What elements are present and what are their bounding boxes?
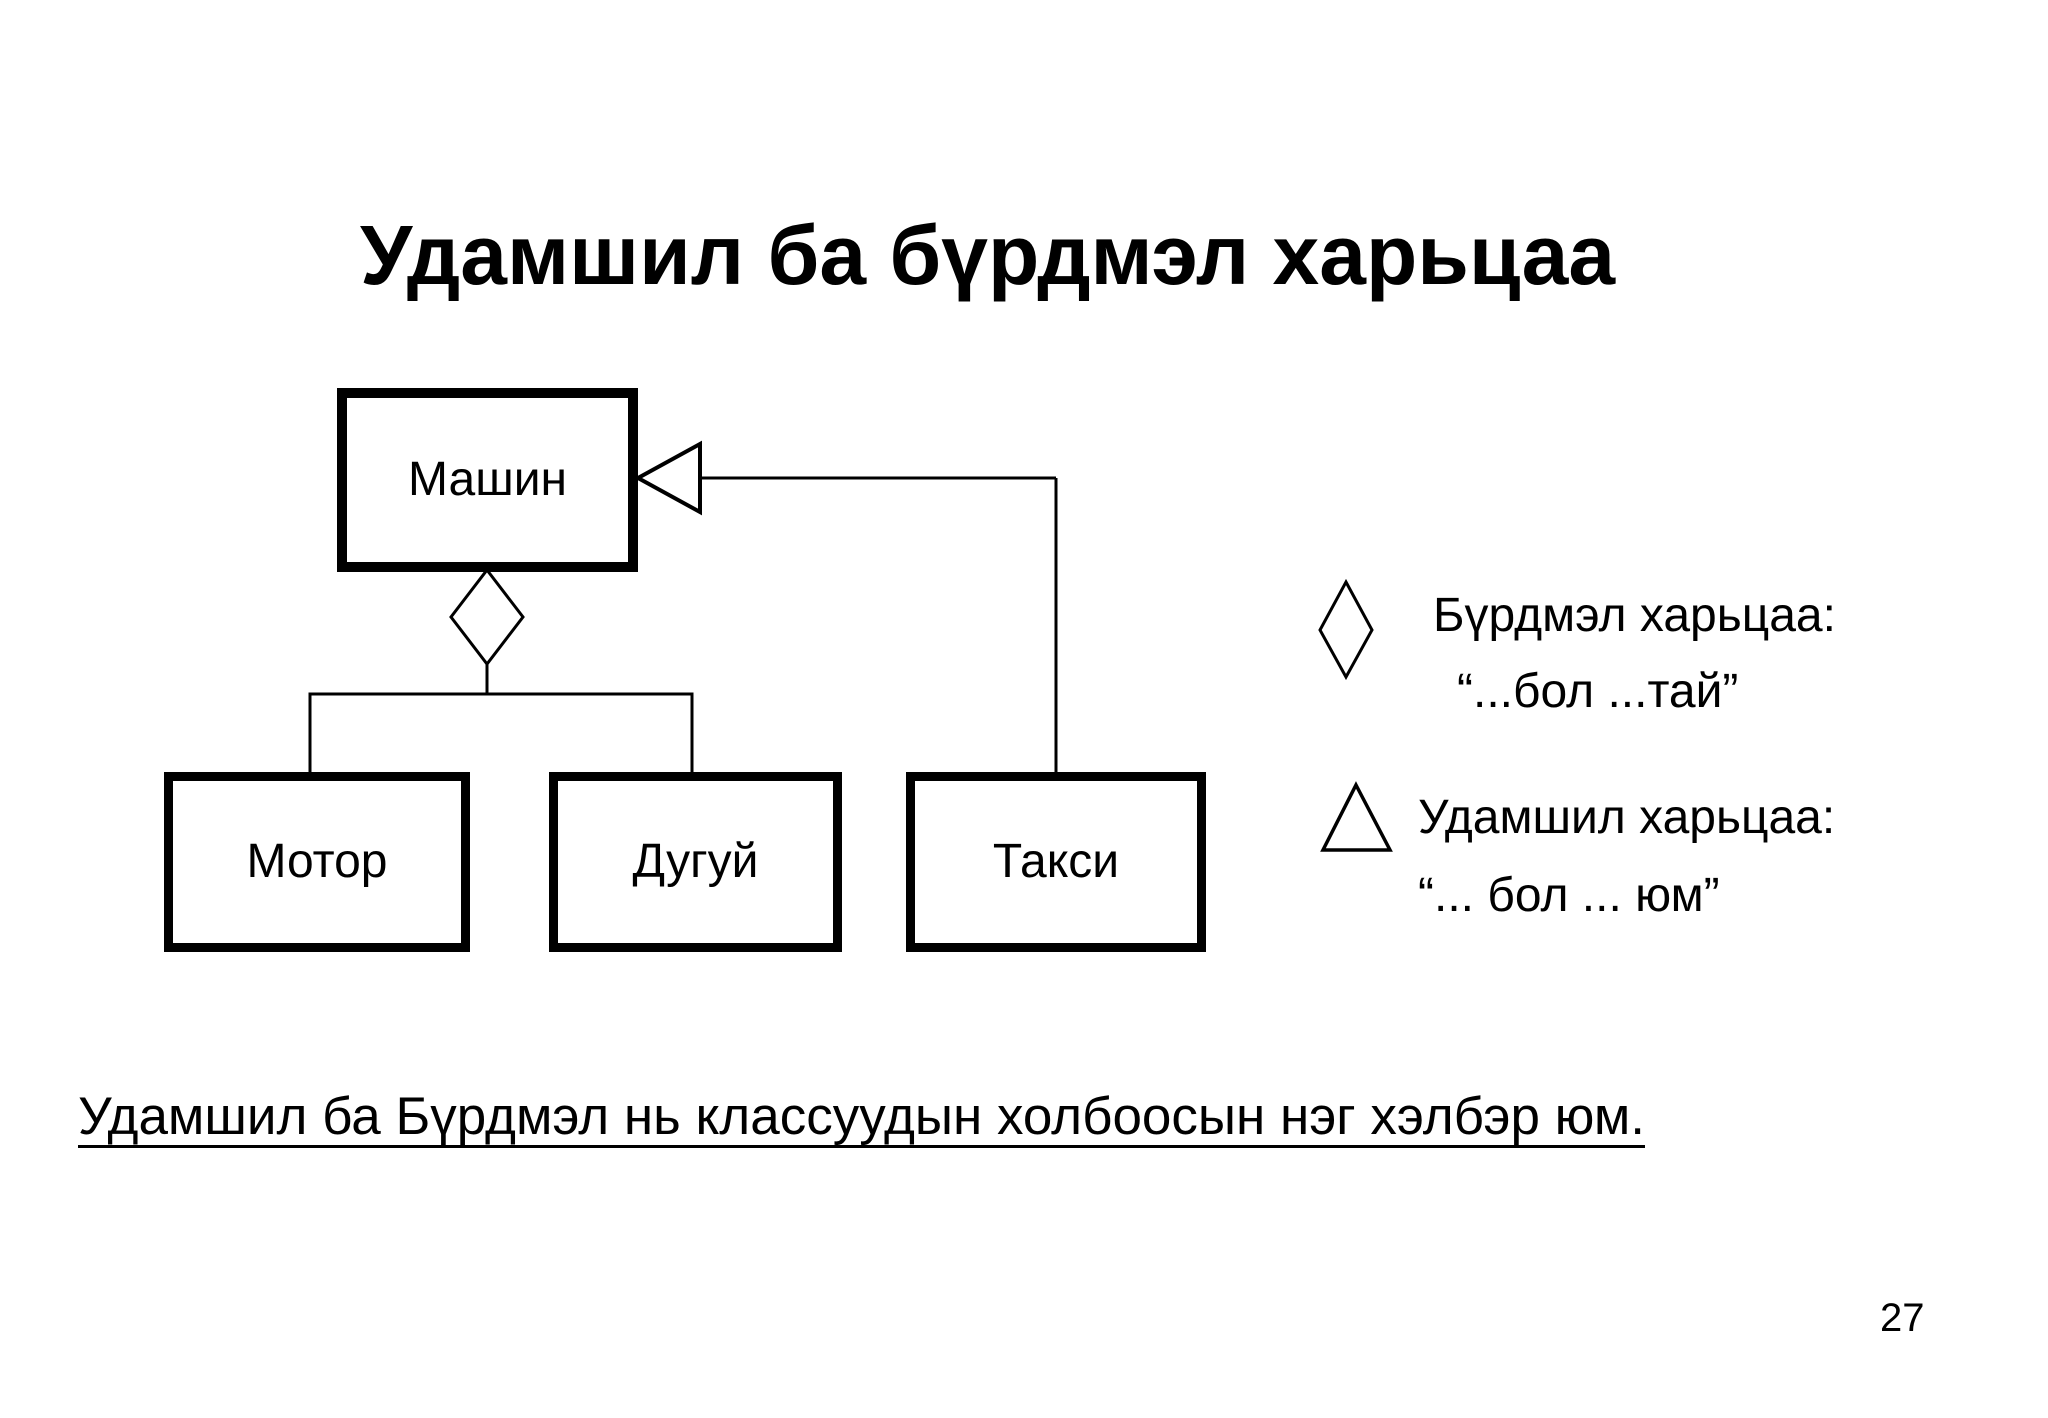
legend-composition-title: Бүрдмэл харьцаа: bbox=[1433, 589, 1836, 642]
composition-diamond-icon bbox=[449, 567, 525, 667]
class-box-motor: Мотор bbox=[164, 772, 470, 952]
legend-inheritance-example: “... бол ... юм” bbox=[1418, 869, 1720, 922]
legend-composition-example: “...бол ...тай” bbox=[1457, 665, 1739, 718]
class-box-taxi: Такси bbox=[906, 772, 1206, 952]
class-label-taxi: Такси bbox=[992, 835, 1120, 888]
class-box-wheel: Дугуй bbox=[549, 772, 842, 952]
class-label-motor: Мотор bbox=[246, 835, 388, 888]
class-box-machine: Машин bbox=[337, 388, 638, 572]
legend-inheritance-title: Удамшил харьцаа: bbox=[1418, 791, 1836, 844]
legend-triangle-icon bbox=[1320, 781, 1393, 852]
inheritance-triangle-icon bbox=[633, 440, 702, 516]
composition-branch-line bbox=[308, 692, 694, 772]
page-number: 27 bbox=[1880, 1296, 1925, 1340]
class-label-machine: Машин bbox=[407, 453, 568, 506]
slide-title: Удамшил ба бүрдмэл харьцаа bbox=[359, 208, 1616, 303]
footnote: Удамшил ба Бүрдмэл нь классуудын холбоос… bbox=[78, 1087, 1645, 1146]
legend-diamond-icon bbox=[1318, 578, 1374, 681]
class-label-wheel: Дугуй bbox=[632, 835, 759, 888]
